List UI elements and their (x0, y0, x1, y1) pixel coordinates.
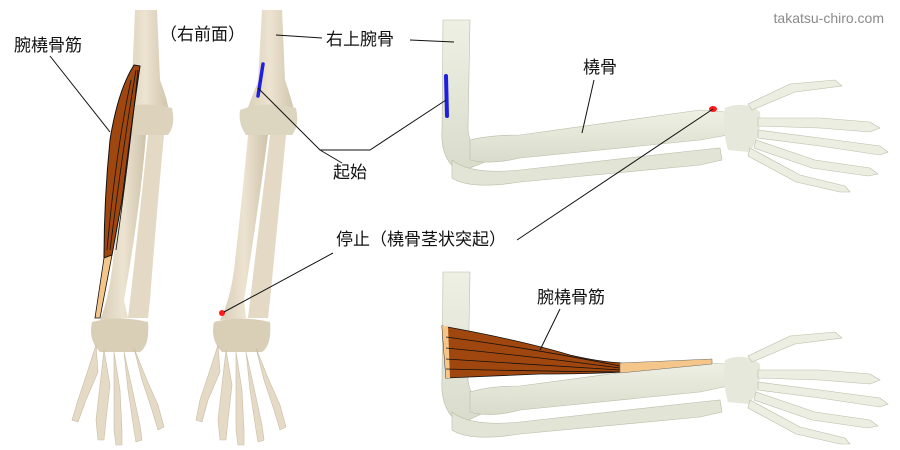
label-view: （右前面） (160, 25, 245, 45)
humerus-bone (244, 10, 296, 120)
lateral-arm-bones (441, 19, 889, 193)
radius-bone (220, 135, 268, 320)
label-insertion: 停止（橈骨茎状突起） (336, 230, 506, 250)
leader-insertion-left (223, 252, 334, 313)
hand-bones (195, 344, 287, 446)
label-muscle-right: 腕橈骨筋 (537, 288, 605, 308)
leader-insertion-right (516, 108, 714, 241)
ulna-bone (128, 135, 164, 318)
lateral-arm-with-muscle (441, 271, 889, 445)
leader-radius (581, 79, 595, 134)
origin-marker-front (256, 62, 265, 98)
carpal-bones (91, 318, 149, 352)
leader-muscle-left (49, 55, 111, 133)
leader-origin-joint (319, 149, 343, 164)
tendon-right (619, 358, 713, 374)
carpal-bones (724, 356, 761, 404)
watermark: takatsu-chiro.com (773, 10, 884, 26)
left-arm-with-muscle (71, 10, 174, 446)
radius-bone (100, 135, 146, 320)
label-muscle-left: 腕橈骨筋 (14, 36, 82, 56)
ulna-bone (451, 147, 723, 186)
ulna-bone (248, 135, 286, 318)
label-radius: 橈骨 (583, 58, 617, 78)
leader-muscle-right (539, 308, 561, 351)
brachioradialis-muscle-right (441, 325, 623, 379)
carpal-bones (213, 318, 271, 352)
label-origin: 起始 (333, 163, 367, 183)
leader-humerus-left (275, 34, 323, 39)
hand-bones (747, 331, 889, 445)
carpal-bones (724, 104, 761, 152)
hand-bones (747, 79, 889, 193)
leader-origin (257, 87, 447, 151)
origin-marker-lateral (444, 74, 449, 118)
middle-arm-bones (195, 10, 298, 446)
leader-lines (49, 34, 714, 351)
hand-bones (71, 344, 165, 446)
ulna-bone (451, 399, 723, 438)
leader-humerus-right (409, 39, 455, 43)
tendon-left (94, 254, 113, 319)
label-humerus: 右上腕骨 (326, 30, 394, 50)
insertion-marker-front (219, 310, 225, 316)
